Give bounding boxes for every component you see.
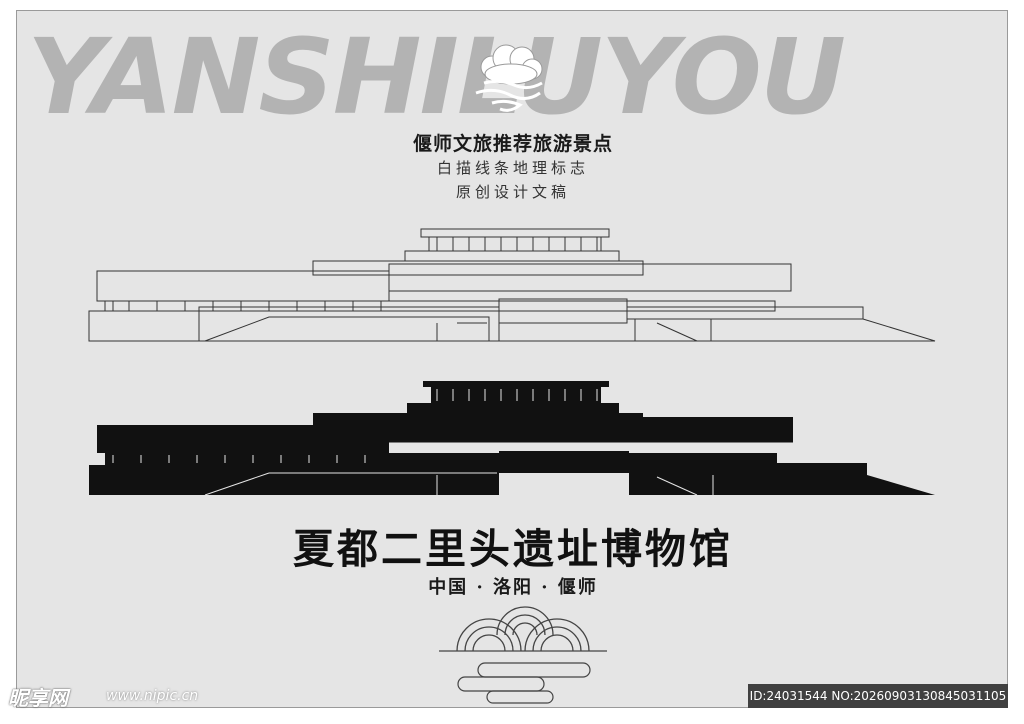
image-id-strip: ID:24031544 NO:20260903130845031105 bbox=[748, 684, 1008, 708]
location-subtitle: 中国 · 洛阳 · 偃师 bbox=[428, 577, 598, 598]
brand-wordmark: YANSHILUYOU bbox=[27, 16, 846, 138]
watermark-url: www.nipic.cn bbox=[106, 688, 199, 704]
header-line-2: 白描线条地理标志 bbox=[436, 159, 589, 177]
museum-silhouette-drawing bbox=[89, 381, 935, 496]
main-title: 夏都二里头遗址博物馆 bbox=[293, 525, 733, 573]
auspicious-cloud-icon bbox=[475, 44, 543, 112]
header-line-3: 原创设计文稿 bbox=[455, 183, 570, 201]
watermark-logo: 昵享网 bbox=[8, 686, 68, 710]
poster: YANSHILUYOU 偃师文旅推荐旅游景点 白描线条地理标志 原创设计文稿 bbox=[16, 10, 1008, 708]
wave-cloud-icon bbox=[439, 606, 607, 704]
museum-outline-drawing bbox=[88, 228, 936, 342]
header-line-1: 偃师文旅推荐旅游景点 bbox=[412, 133, 613, 155]
